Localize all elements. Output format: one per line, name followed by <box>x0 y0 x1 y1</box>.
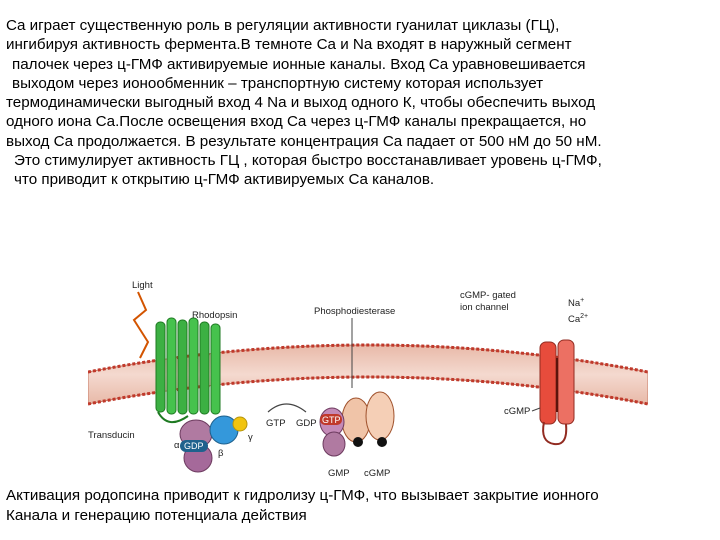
ion-channel-icon <box>540 340 574 444</box>
label-cgmp-side: cGMP <box>504 406 530 417</box>
label-transducin: Transducin <box>88 430 135 441</box>
label-cgmp-bottom: cGMP <box>364 468 390 479</box>
label-gmp: GMP <box>328 468 350 479</box>
light-arrow <box>134 292 148 358</box>
label-gdp-badge: GDP <box>184 441 204 451</box>
label-gtp-badge: GTP <box>322 415 341 425</box>
paragraph-line: одного иона Ca.После освещения вход Ca ч… <box>6 112 718 131</box>
label-ca: Ca2+ <box>568 313 588 325</box>
cgmp-pointer <box>532 408 540 411</box>
exchange-arrow <box>268 404 306 412</box>
caption-line: Канала и генерацию потенциала действия <box>6 506 718 526</box>
paragraph-line: термодинамически выгодный вход 4 Na и вы… <box>6 93 718 112</box>
label-channel-line2: ion channel <box>460 302 509 313</box>
label-channel-line1: cGMP- gated <box>460 290 516 301</box>
label-gdp: GDP <box>296 418 317 429</box>
label-rhodopsin: Rhodopsin <box>192 310 237 321</box>
paragraph-line: ингибируя активность фермента.В темноте … <box>6 35 718 54</box>
caption-line: Активация родопсина приводит к гидролизу… <box>6 486 718 506</box>
label-phosphodiesterase: Phosphodiesterase <box>314 306 395 317</box>
label-na: Na+ <box>568 297 584 309</box>
paragraph-line: что приводит к открытию ц-ГМФ активируем… <box>6 170 718 189</box>
body-paragraph: Ca играет существенную роль в регуляции … <box>6 16 718 190</box>
label-light: Light <box>132 280 153 291</box>
paragraph-line: Это стимулирует активность ГЦ , которая … <box>6 151 718 170</box>
label-beta: β <box>218 448 224 459</box>
figure-caption: Активация родопсина приводит к гидролизу… <box>6 486 718 526</box>
figure-svg: Light Rhodopsin GDP Transducin α β γ GTP… <box>88 262 648 490</box>
paragraph-line: Ca играет существенную роль в регуляции … <box>6 16 718 35</box>
label-alpha: α <box>174 440 180 451</box>
paragraph-line: выходом через ионообменник – транспортну… <box>6 74 718 93</box>
paragraph-line: выход Ca продолжается. В результате конц… <box>6 132 718 151</box>
label-gamma: γ <box>248 432 253 443</box>
label-gtp: GTP <box>266 418 286 429</box>
paragraph-line: палочек через ц-ГМФ активируемые ионные … <box>6 55 718 74</box>
phototransduction-figure: Light Rhodopsin GDP Transducin α β γ GTP… <box>88 262 648 490</box>
